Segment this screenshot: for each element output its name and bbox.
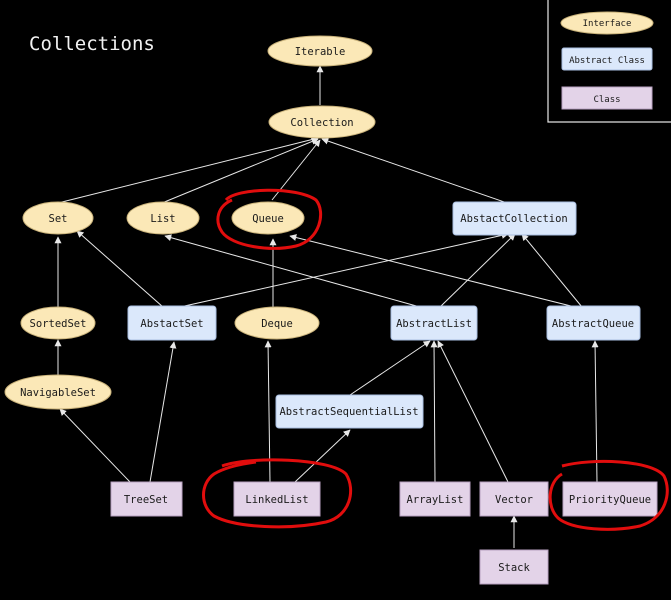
abstract-class-shape: [275, 394, 424, 429]
legend-interface-swatch: [560, 11, 654, 35]
node-abstactcollection: AbstactCollection: [452, 201, 577, 236]
node-label: Iterable: [295, 46, 346, 58]
interface-shape: [22, 201, 94, 235]
legend: Interface Abstract Class Class: [547, 0, 671, 123]
edge-treeset-abstactset: [149, 341, 177, 483]
edge-abstactcollection-collection: [321, 137, 514, 206]
node-label: Stack: [498, 562, 530, 574]
class-shape: [233, 481, 321, 517]
node-label: LinkedList: [245, 494, 308, 506]
node-abstractqueue: AbstractQueue: [546, 305, 641, 341]
edge-abstractlist-abstactcollection: [439, 233, 516, 308]
node-linkedlist: LinkedList: [233, 481, 321, 517]
edge-abstractqueue-queue: [289, 234, 576, 308]
node-abstractsequentiallist: AbstractSequentialList: [275, 394, 424, 429]
edge-set-collection: [57, 136, 319, 204]
highlights: [202, 188, 669, 531]
legend-abstract-swatch: [561, 47, 653, 71]
legend-interface-label: Interface: [583, 19, 632, 29]
node-label: NavigableSet: [20, 387, 96, 399]
node-stack: Stack: [479, 549, 549, 585]
edge-abstractqueue-abstactcollection: [521, 233, 583, 308]
class-shape: [399, 481, 471, 517]
highlight-linkedlist: [202, 458, 353, 529]
abstract-class-shape: [546, 305, 641, 341]
node-label: Queue: [252, 213, 284, 225]
node-abstactset: AbstactSet: [127, 305, 217, 341]
class-shape: [562, 481, 658, 517]
abstract-class-shape: [452, 201, 577, 236]
edge-abstractlist-list: [164, 234, 421, 308]
node-priorityqueue: PriorityQueue: [562, 481, 658, 517]
interface-shape: [234, 306, 320, 340]
node-label: ArrayList: [407, 494, 464, 506]
legend-class-label: Class: [593, 95, 620, 105]
node-label: PriorityQueue: [569, 494, 651, 506]
node-list: List: [126, 201, 200, 235]
class-shape: [110, 481, 183, 517]
interface-shape: [126, 201, 200, 235]
page-title: Collections: [29, 33, 155, 55]
edge-arraylist-abstractlist: [430, 340, 438, 483]
node-label: List: [150, 213, 175, 225]
node-label: Set: [49, 213, 68, 225]
node-label: AbstactSet: [140, 318, 203, 330]
node-abstractlist: AbstractList: [390, 305, 478, 341]
interface-shape: [267, 35, 373, 67]
node-label: AbstactCollection: [460, 213, 567, 225]
edge-priorityqueue-abstractqueue: [591, 340, 599, 483]
edge-list-collection: [161, 138, 319, 204]
abstract-class-shape: [390, 305, 478, 341]
node-label: AbstractQueue: [552, 318, 634, 330]
node-iterable: Iterable: [267, 35, 373, 67]
node-label: TreeSet: [124, 494, 168, 506]
legend-abstract-label: Abstract Class: [569, 56, 645, 66]
edge-abstractsequentiallist-abstractlist: [349, 340, 431, 396]
abstract-class-shape: [127, 305, 217, 341]
node-label: Collection: [290, 117, 353, 129]
node-label: SortedSet: [30, 318, 87, 330]
node-label: AbstractSequentialList: [279, 406, 418, 418]
interface-shape: [268, 105, 376, 139]
interface-shape: [4, 374, 112, 410]
edge-treeset-navigableset: [59, 408, 131, 483]
interface-shape: [231, 201, 305, 235]
highlight-priorityqueue: [548, 459, 669, 531]
node-sortedset: SortedSet: [20, 306, 96, 340]
highlight-queue: [216, 188, 323, 250]
class-shape: [479, 481, 549, 517]
node-set: Set: [22, 201, 94, 235]
node-navigableset: NavigableSet: [4, 374, 112, 410]
legend-class-swatch: [561, 86, 653, 110]
interface-shape: [20, 306, 96, 340]
node-deque: Deque: [234, 306, 320, 340]
node-collection: Collection: [268, 105, 376, 139]
edge-vector-abstractlist: [437, 340, 509, 483]
edge-abstactset-set: [76, 230, 164, 308]
node-label: AbstractList: [396, 318, 472, 330]
node-label: Deque: [261, 318, 293, 330]
node-arraylist: ArrayList: [399, 481, 471, 517]
node-treeset: TreeSet: [110, 481, 183, 517]
edge-linkedlist-abstractsequentiallist: [294, 429, 351, 483]
node-label: Vector: [495, 494, 533, 506]
node-queue: Queue: [231, 201, 305, 235]
edges: [54, 65, 599, 548]
class-shape: [479, 549, 549, 585]
edge-abstactset-abstactcollection: [179, 231, 509, 308]
node-vector: Vector: [479, 481, 549, 517]
